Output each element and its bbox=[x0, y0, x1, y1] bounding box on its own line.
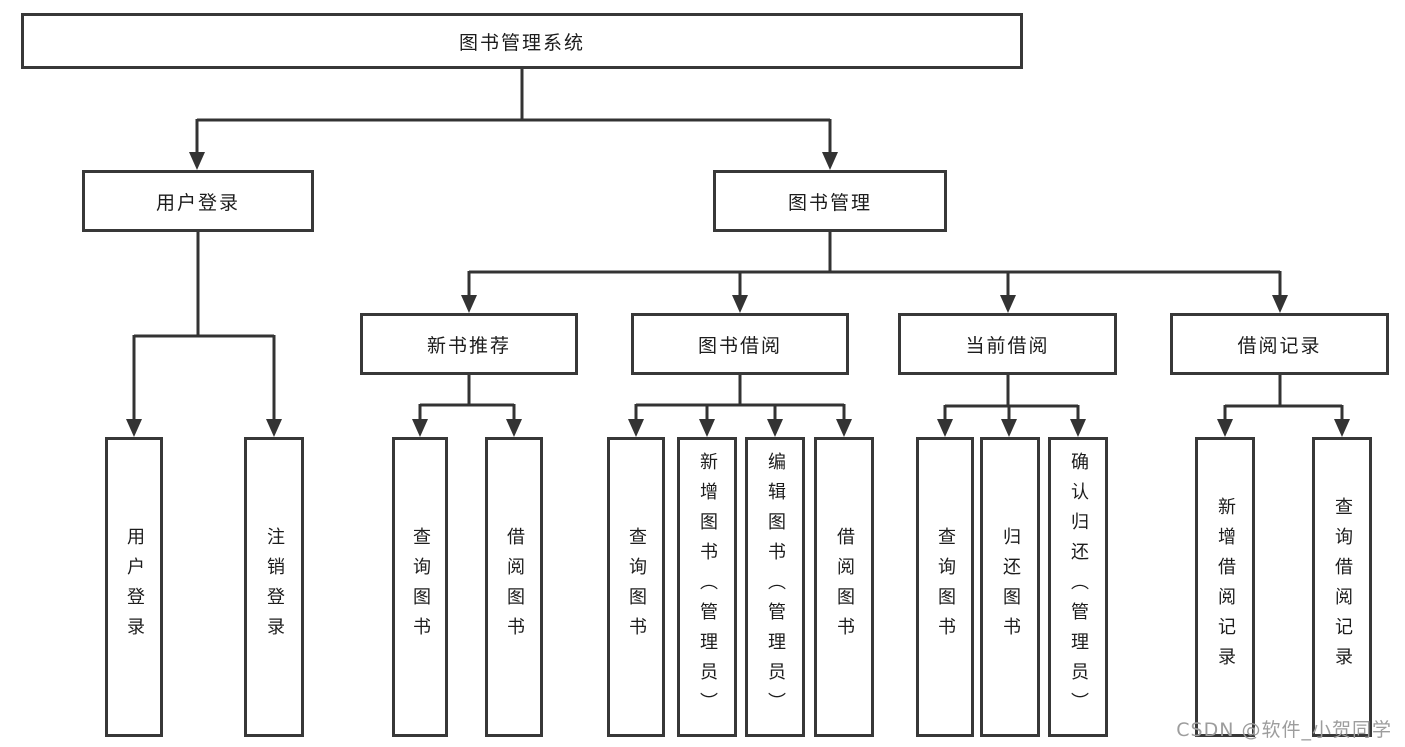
leaf-user-login: 用户登录 bbox=[105, 437, 163, 737]
node-borrow-records: 借阅记录 bbox=[1170, 313, 1389, 375]
arrowheads-borrow-record-children bbox=[1217, 419, 1350, 437]
leaf-borrow-books: 借阅图书 bbox=[814, 437, 874, 737]
connector-borrow-record-children bbox=[1223, 375, 1344, 419]
connector-new-book-children bbox=[418, 375, 516, 419]
arrowheads-new-book-children bbox=[412, 419, 522, 437]
node-label: 归还图书 bbox=[1000, 527, 1021, 647]
leaf-query-books-recommend: 查询图书 bbox=[392, 437, 448, 737]
leaf-confirm-return-admin: 确认归还（管理员） bbox=[1048, 437, 1108, 737]
node-user-login: 用户登录 bbox=[82, 170, 314, 232]
arrowheads-current-borrow-children bbox=[937, 419, 1086, 437]
csdn-watermark: CSDN @软件_小贺同学 bbox=[1176, 719, 1392, 741]
node-label: 查询图书 bbox=[935, 527, 956, 647]
leaf-borrow-books-recommend: 借阅图书 bbox=[485, 437, 543, 737]
leaf-logout: 注销登录 bbox=[244, 437, 304, 737]
node-label: 查询图书 bbox=[626, 527, 647, 647]
leaf-query-books-current: 查询图书 bbox=[916, 437, 974, 737]
node-label: 借阅记录 bbox=[1237, 334, 1322, 357]
connector-book-borrow-children bbox=[634, 375, 846, 419]
node-label: 新书推荐 bbox=[426, 334, 511, 357]
node-label: 借阅图书 bbox=[834, 527, 855, 647]
node-label: 新增借阅记录 bbox=[1215, 497, 1236, 677]
leaf-edit-book-admin: 编辑图书（管理员） bbox=[745, 437, 805, 737]
arrowheads-level3 bbox=[461, 295, 1288, 313]
node-label: 当前借阅 bbox=[965, 334, 1050, 357]
node-label: 借阅图书 bbox=[504, 527, 525, 647]
arrowheads-book-borrow-children bbox=[628, 419, 852, 437]
node-label: 新增图书（管理员） bbox=[697, 452, 718, 722]
node-label: 图书管理 bbox=[787, 191, 872, 214]
node-label: 图书借阅 bbox=[697, 334, 782, 357]
node-root-library-system: 图书管理系统 bbox=[21, 13, 1023, 69]
node-new-book-recommend: 新书推荐 bbox=[360, 313, 578, 375]
connector-book-mgmt-to-level3 bbox=[467, 232, 1282, 295]
node-current-borrow: 当前借阅 bbox=[898, 313, 1117, 375]
node-label: 查询借阅记录 bbox=[1332, 497, 1353, 677]
arrowheads-user-login-children bbox=[126, 419, 282, 437]
node-label: 注销登录 bbox=[264, 527, 285, 647]
leaf-query-books-borrow: 查询图书 bbox=[607, 437, 665, 737]
node-label: 用户登录 bbox=[124, 527, 145, 647]
leaf-add-book-admin: 新增图书（管理员） bbox=[677, 437, 737, 737]
node-label: 查询图书 bbox=[410, 527, 431, 647]
leaf-add-borrow-record: 新增借阅记录 bbox=[1195, 437, 1255, 737]
leaf-return-book: 归还图书 bbox=[980, 437, 1040, 737]
node-book-management: 图书管理 bbox=[713, 170, 947, 232]
node-book-borrow: 图书借阅 bbox=[631, 313, 849, 375]
arrowheads-level2 bbox=[189, 152, 838, 170]
connector-user-login-children bbox=[132, 232, 276, 419]
node-label: 图书管理系统 bbox=[458, 31, 585, 54]
node-label: 编辑图书（管理员） bbox=[765, 452, 786, 722]
node-label: 用户登录 bbox=[155, 191, 240, 214]
connector-root-to-level2 bbox=[195, 69, 832, 152]
connector-current-borrow-children bbox=[943, 375, 1080, 419]
node-label: 确认归还（管理员） bbox=[1068, 452, 1089, 722]
leaf-query-borrow-record: 查询借阅记录 bbox=[1312, 437, 1372, 737]
